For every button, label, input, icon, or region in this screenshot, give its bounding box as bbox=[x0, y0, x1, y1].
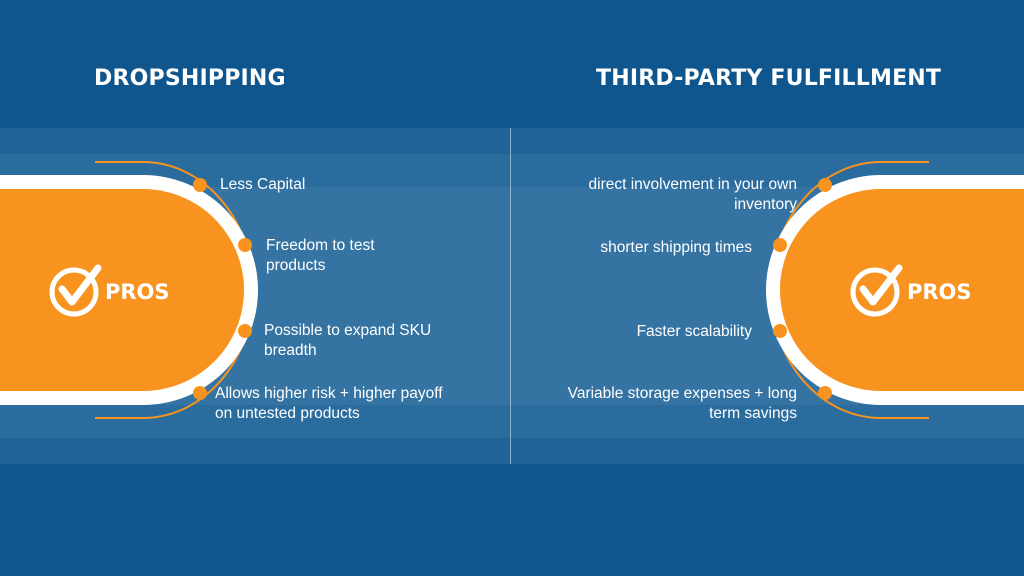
left-bullet-dot bbox=[193, 386, 207, 400]
left-pros-label: PROS bbox=[105, 280, 170, 304]
right-bullet-dot bbox=[818, 386, 832, 400]
left-item: Less Capital bbox=[220, 176, 306, 193]
left-item: Freedom to test products bbox=[266, 237, 375, 274]
right-heading: THIRD-PARTY FULFILLMENT bbox=[596, 66, 942, 91]
right-item: Variable storage expenses + long term sa… bbox=[567, 385, 797, 422]
right-bullet-dot bbox=[773, 238, 787, 252]
right-check-icon bbox=[850, 264, 903, 317]
center-divider bbox=[510, 128, 511, 464]
right-item: direct involvement in your own inventory bbox=[588, 176, 798, 213]
right-item: Faster scalability bbox=[636, 323, 752, 340]
right-pill bbox=[780, 189, 1024, 391]
right-pros-label: PROS bbox=[907, 280, 972, 304]
left-heading: DROPSHIPPING bbox=[94, 66, 286, 91]
left-pill bbox=[0, 189, 244, 391]
left-bullet-dot bbox=[238, 238, 252, 252]
left-bullet-dot bbox=[193, 178, 207, 192]
left-check-icon bbox=[49, 264, 102, 317]
right-bullet-dot bbox=[818, 178, 832, 192]
right-item: shorter shipping times bbox=[600, 239, 752, 256]
right-bullet-dot bbox=[773, 324, 787, 338]
left-bullet-dot bbox=[238, 324, 252, 338]
left-item: Possible to expand SKU breadth bbox=[264, 322, 432, 359]
left-item: Allows higher risk + higher payoff on un… bbox=[215, 385, 443, 422]
